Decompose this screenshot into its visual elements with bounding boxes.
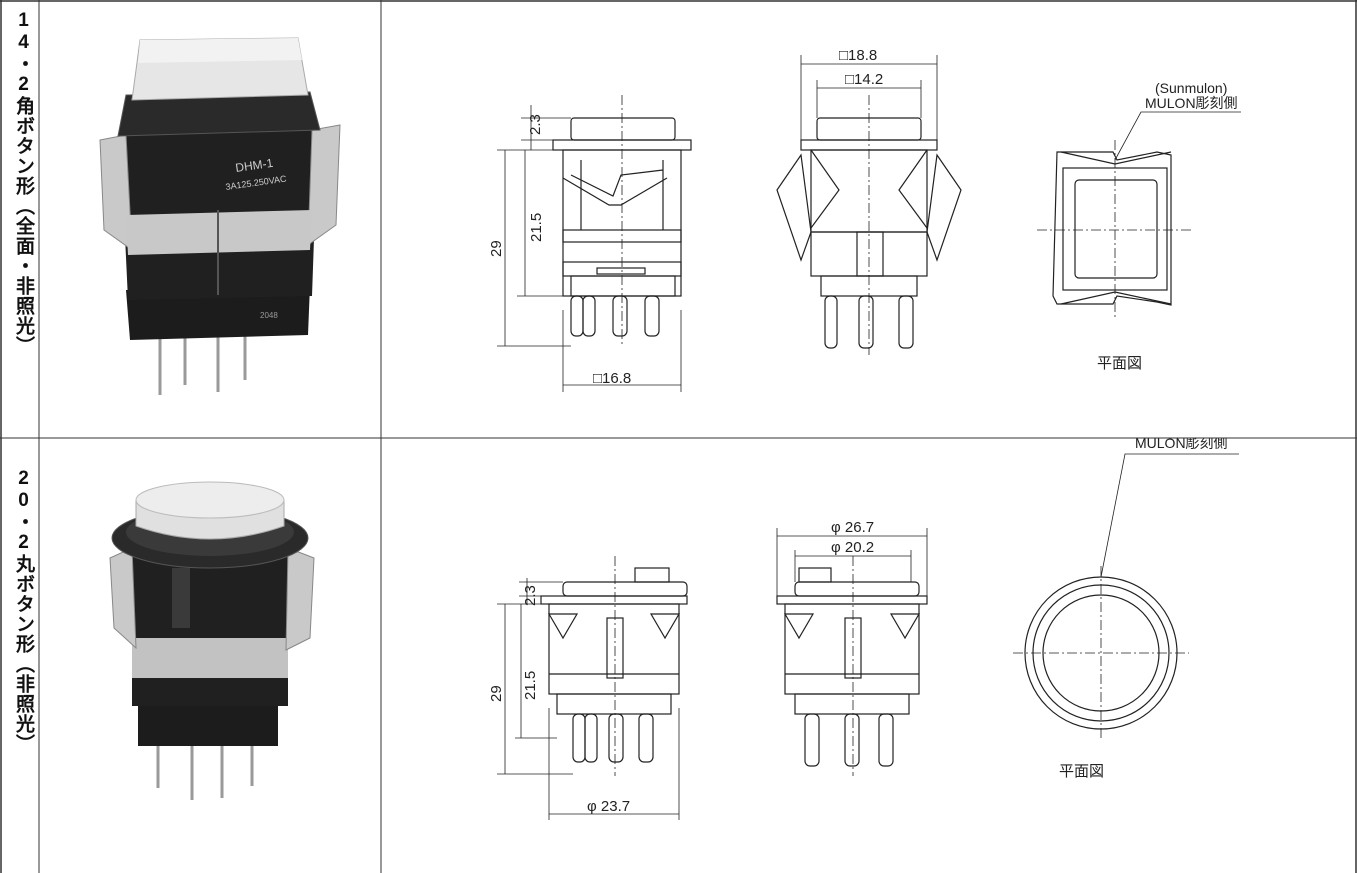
- plan-view: [1037, 111, 1241, 318]
- dim-top-height: 2.3: [522, 585, 539, 606]
- dim-total-height: 29: [488, 240, 505, 257]
- plan-view: [1013, 453, 1239, 740]
- dim-total-height: 29: [488, 685, 505, 702]
- dim-base-width: φ 23.7: [587, 798, 630, 815]
- plan-view-caption: 平面図: [1097, 355, 1142, 372]
- photo-marking-code: 2048: [260, 311, 278, 320]
- row-label-cell: 14・2角ボタン形（全面・非照光）: [2, 0, 38, 438]
- dim-base-width: □16.8: [593, 370, 631, 387]
- row-label: 20・2丸ボタン形（非照光）: [13, 468, 34, 754]
- square-switch-drawing: 2.3 21.5 29 □16.8: [488, 47, 1241, 392]
- front-view: [497, 556, 688, 820]
- square-switch-row: 14・2角ボタン形（全面・非照光）: [2, 0, 1357, 438]
- row-label-cell: 20・2丸ボタン形（非照光）: [2, 438, 38, 873]
- note-engrave-side: MULON彫刻側: [1145, 95, 1238, 111]
- dim-body-height: 21.5: [522, 671, 539, 700]
- note-material: (Sunmulon): [1155, 80, 1227, 96]
- dimension-drawing-cell: 2.3 21.5 29 φ 23.7: [381, 438, 1357, 873]
- dim-inner-width: φ 20.2: [831, 539, 874, 556]
- row-label: 14・2角ボタン形（全面・非照光）: [13, 10, 34, 356]
- note-engrave-side: MULON彫刻側: [1135, 438, 1228, 451]
- product-photo-cell: [40, 438, 380, 873]
- photo-marking-model: DHM-1: [234, 156, 274, 175]
- round-switch-drawing: 2.3 21.5 29 φ 23.7: [488, 438, 1239, 820]
- dim-outer-width: □18.8: [839, 47, 877, 64]
- round-switch-photo: [109, 481, 315, 800]
- side-view: [776, 528, 928, 776]
- dimension-drawing-cell: 2.3 21.5 29 □16.8: [381, 0, 1357, 438]
- square-switch-photo: DHM-1 3A125.250VAC 2048: [99, 37, 341, 395]
- product-photo-cell: DHM-1 3A125.250VAC 2048: [40, 0, 380, 438]
- dim-inner-width: □14.2: [845, 71, 883, 88]
- dim-top-height: 2.3: [527, 114, 544, 135]
- plan-view-caption: 平面図: [1059, 763, 1104, 780]
- round-switch-row: 20・2丸ボタン形（非照光）: [0, 438, 1357, 873]
- side-view: [776, 55, 962, 355]
- dim-body-height: 21.5: [528, 213, 545, 242]
- dim-outer-width: φ 26.7: [831, 519, 874, 536]
- front-view: [497, 95, 692, 392]
